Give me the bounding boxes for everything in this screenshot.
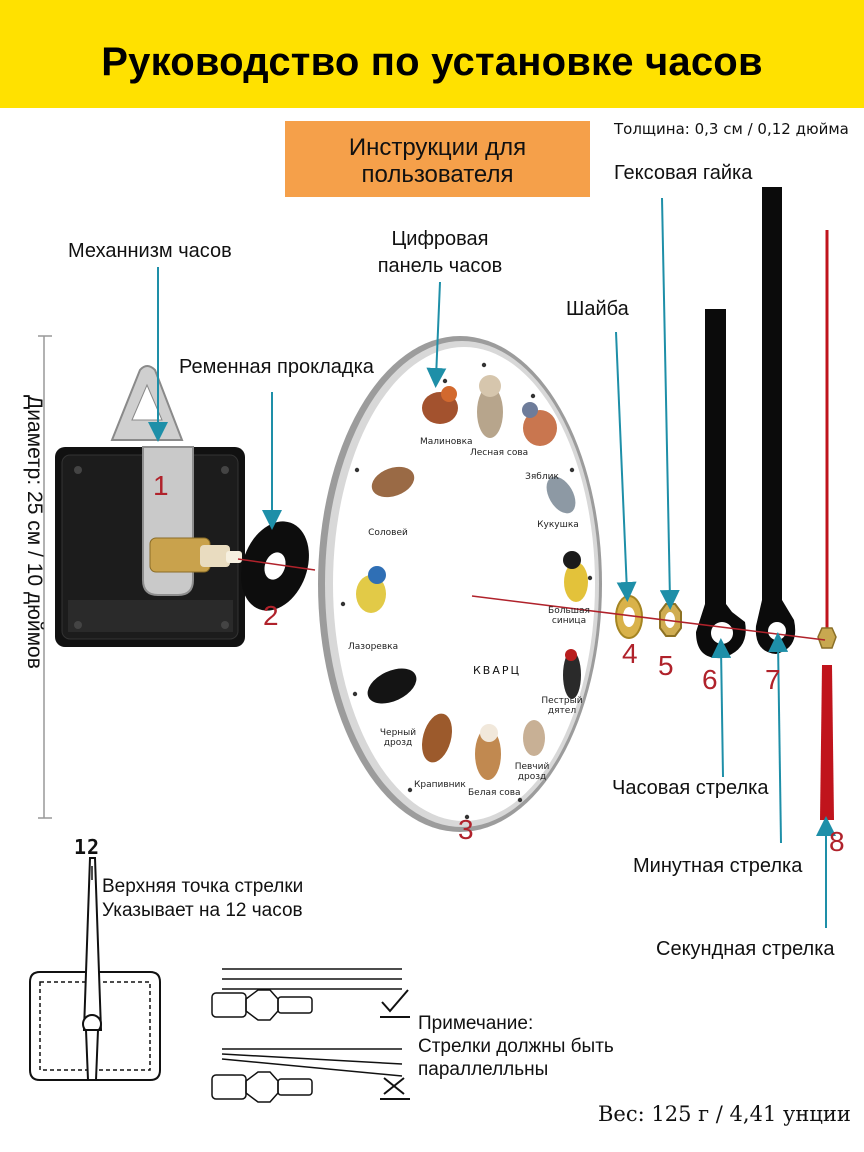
bird-label: Малиновка — [420, 437, 473, 447]
bird-label: Лесная сова — [470, 448, 529, 458]
bird-label: Зяблик — [525, 472, 559, 482]
instructions-label: Инструкции для пользователя — [348, 134, 527, 188]
hour-hand — [696, 309, 746, 659]
dial-label: Цифровая панель часов — [377, 228, 503, 277]
number-1: 1 — [153, 470, 169, 501]
check-icon — [380, 989, 410, 1018]
diameter-bracket — [38, 335, 52, 819]
bird-label: Лазоревка — [348, 642, 399, 652]
weight-label: Вес: 125 г / 4,41 унции — [598, 1102, 851, 1126]
number-8: 8 — [829, 826, 845, 857]
number-5: 5 — [658, 650, 674, 681]
clock-dial — [318, 336, 602, 832]
cross-icon — [380, 1077, 410, 1100]
parallel-correct — [211, 968, 402, 1021]
gasket-label: Ременная прокладка — [179, 356, 374, 378]
second-hand-label: Секундная стрелка — [656, 938, 835, 960]
washer-label: Шайба — [566, 298, 629, 320]
bird-label: Крапивник — [414, 780, 466, 790]
tip-text: Верхняя точка стрелки Указывает на 12 ча… — [102, 876, 304, 921]
tip-illustration — [29, 857, 161, 1081]
minute-hand-label: Минутная стрелка — [633, 855, 803, 877]
note-body: Стрелки должны быть параллелльны — [418, 1036, 614, 1080]
number-4: 4 — [622, 638, 638, 669]
assembly-axis — [237, 558, 316, 571]
page-title: Руководство по установке часов — [101, 40, 763, 84]
hour-hand-label: Часовая стрелка — [612, 777, 769, 799]
arrow-nut — [659, 197, 680, 610]
bird-illustrations — [356, 375, 588, 780]
hex-nut-label: Гексовая гайка — [614, 162, 753, 184]
arrow-dial — [426, 281, 447, 388]
bird-label: Белая сова — [468, 788, 521, 798]
instructions-box — [285, 121, 590, 197]
rubber-gasket — [241, 521, 309, 611]
twelve-label: 12 — [74, 835, 101, 859]
bird-label: Пестрый дятел — [541, 696, 583, 716]
arrow-minute-hand — [768, 632, 789, 844]
title-banner — [0, 0, 864, 108]
bird-label: Певчий дрозд — [514, 762, 550, 782]
number-2: 2 — [263, 600, 279, 631]
clock-mechanism — [55, 365, 245, 647]
assembly-axis-dial — [471, 595, 826, 641]
quartz-label: КВАРЦ — [473, 664, 522, 677]
arrow-hour-hand — [711, 638, 732, 778]
mechanism-label: Механнизм часов — [68, 240, 232, 262]
arrow-washer — [615, 331, 637, 602]
number-3: 3 — [458, 814, 474, 845]
second-hand — [817, 230, 837, 820]
bird-label: Большая синица — [548, 606, 590, 626]
bird-label: Кукушка — [537, 520, 579, 530]
bird-label: Черный дрозд — [379, 728, 417, 748]
parallel-wrong — [211, 1048, 403, 1103]
note-heading: Примечание: — [418, 1013, 534, 1034]
thickness-label: Толщина: 0,3 см / 0,12 дюйма — [614, 120, 849, 138]
minute-hand — [755, 187, 796, 654]
bird-label: Соловей — [368, 528, 408, 538]
diameter-label: Диаметр: 25 см / 10 дюймов — [23, 395, 46, 669]
number-7: 7 — [765, 664, 781, 695]
number-6: 6 — [702, 664, 718, 695]
